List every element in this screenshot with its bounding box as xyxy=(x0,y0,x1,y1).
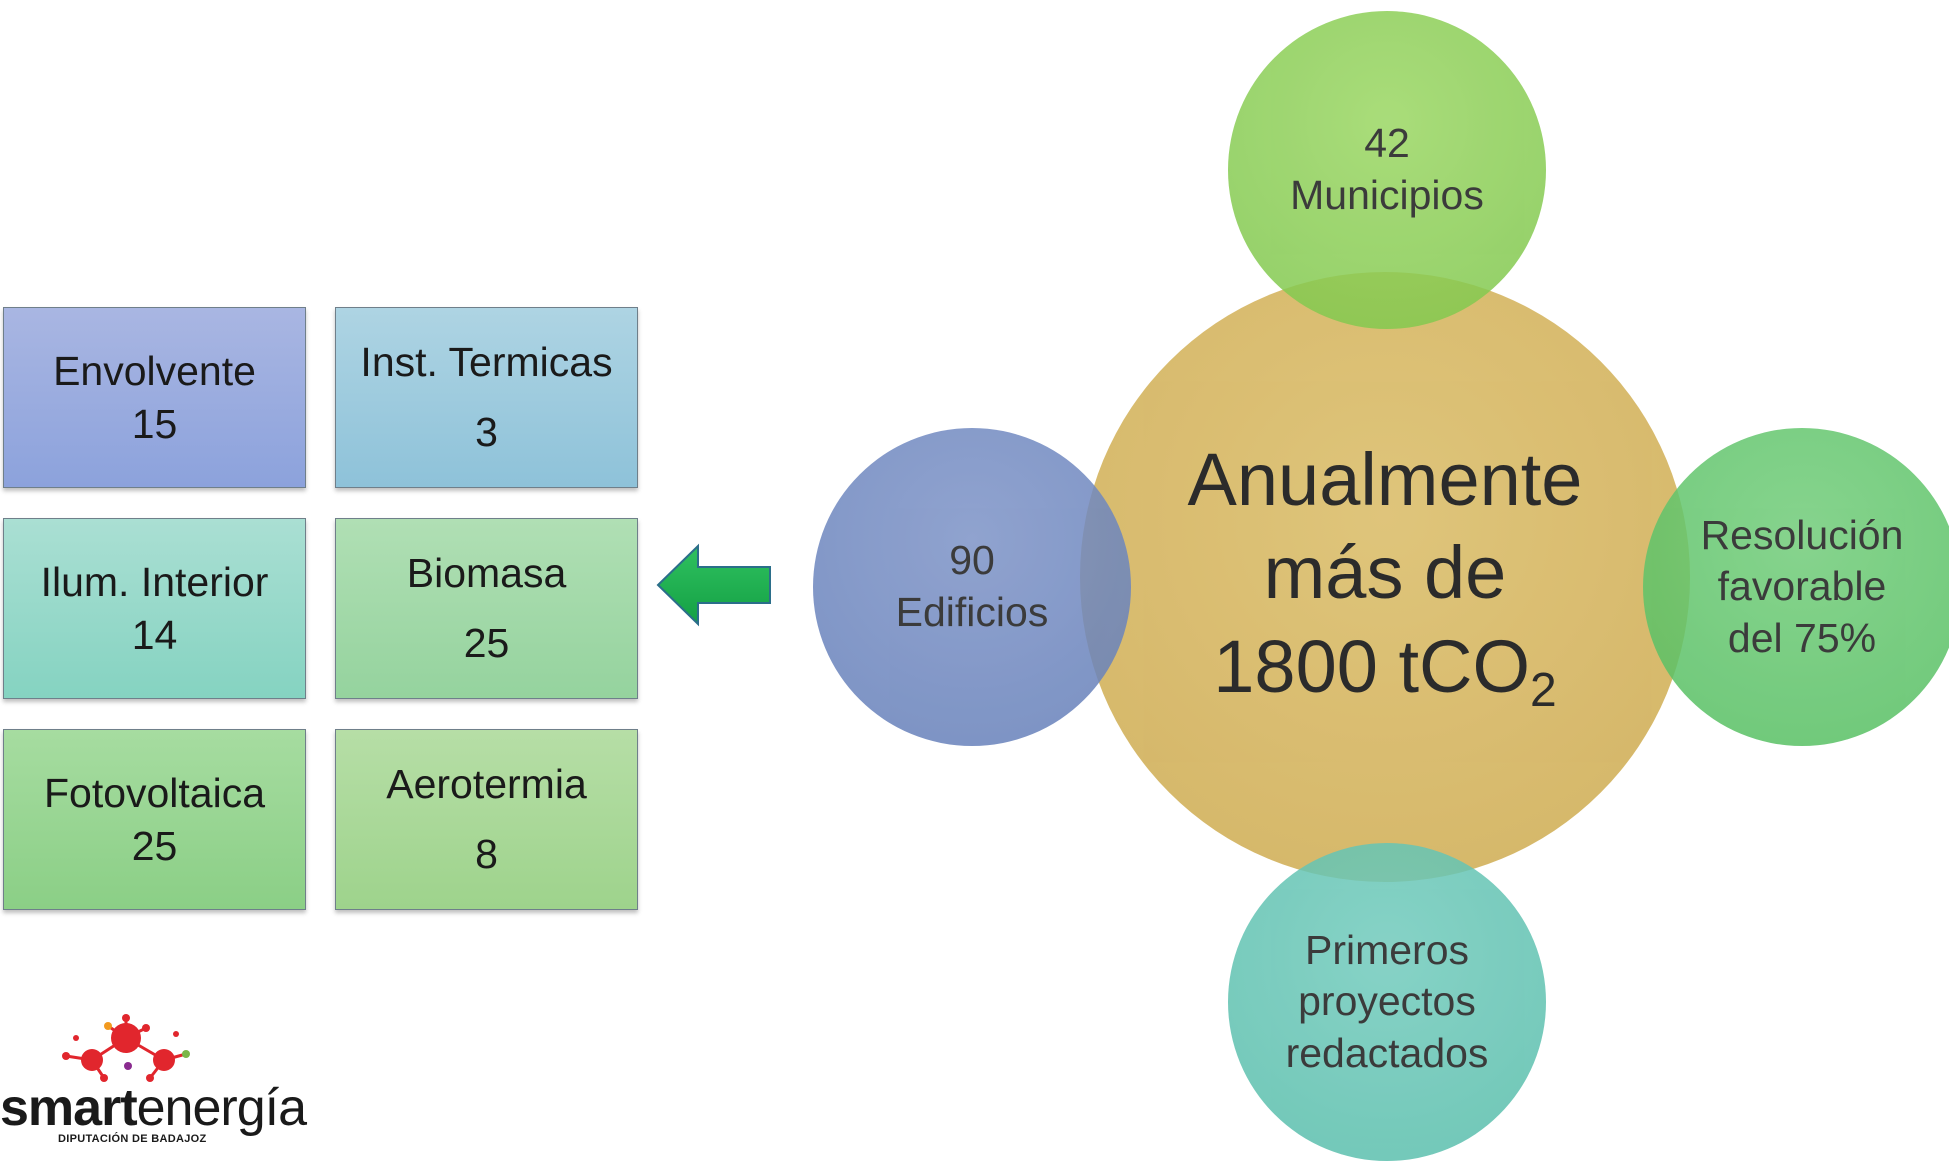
center-line-3: 1800 tCO2 xyxy=(1213,624,1557,717)
tile-label: Biomasa xyxy=(406,549,567,596)
tile-label: Ilum. Interior xyxy=(40,559,269,606)
tile-value: 25 xyxy=(131,822,178,869)
circle-proyectos: Primeros proyectos redactados xyxy=(1228,843,1546,1161)
tile-ilum-interior: Ilum. Interior 14 xyxy=(3,518,306,699)
municipios-label: Municipios xyxy=(1290,172,1484,218)
center-circle: Anualmente más de 1800 tCO2 xyxy=(1080,272,1690,882)
tile-value: 8 xyxy=(475,830,498,877)
tile-label: Aerotermia xyxy=(386,760,587,807)
tile-value: 25 xyxy=(463,619,510,666)
tile-value: 3 xyxy=(475,408,498,455)
smartenergia-logo-icon xyxy=(62,1014,190,1082)
edificios-count: 90 xyxy=(949,537,995,584)
tile-biomasa: Biomasa 25 xyxy=(335,518,638,699)
tile-value: 14 xyxy=(131,611,178,658)
tile-fotovoltaica: Fotovoltaica 25 xyxy=(3,729,306,910)
proyectos-line-2: proyectos xyxy=(1298,978,1476,1025)
edificios-label: Edificios xyxy=(895,589,1049,635)
logo-wordmark: smartenergía xyxy=(0,1079,307,1137)
tile-label: Inst. Termicas xyxy=(360,338,613,385)
tile-label: Envolvente xyxy=(53,348,256,395)
municipios-count: 42 xyxy=(1364,120,1410,167)
left-arrow-icon xyxy=(656,543,771,627)
center-line-2: más de xyxy=(1263,531,1507,615)
circle-edificios: 90 Edificios xyxy=(813,428,1131,746)
proyectos-line-3: redactados xyxy=(1285,1029,1489,1076)
tile-aerotermia: Aerotermia 8 xyxy=(335,729,638,910)
tile-envolvente: Envolvente 15 xyxy=(3,307,306,488)
tile-value: 15 xyxy=(131,400,178,447)
center-line-1: Anualmente xyxy=(1187,438,1583,522)
tile-label: Fotovoltaica xyxy=(43,770,266,817)
logo-subtitle: DIPUTACIÓN DE BADAJOZ xyxy=(58,1133,207,1145)
circle-resolucion: Resolución favorable del 75% xyxy=(1643,428,1949,746)
tile-inst-termicas: Inst. Termicas 3 xyxy=(335,307,638,488)
resolucion-line-3: del 75% xyxy=(1727,614,1877,661)
proyectos-line-1: Primeros xyxy=(1304,926,1470,973)
resolucion-line-2: favorable xyxy=(1717,563,1887,610)
resolucion-line-1: Resolución xyxy=(1700,511,1904,558)
circle-municipios: 42 Municipios xyxy=(1228,11,1546,329)
